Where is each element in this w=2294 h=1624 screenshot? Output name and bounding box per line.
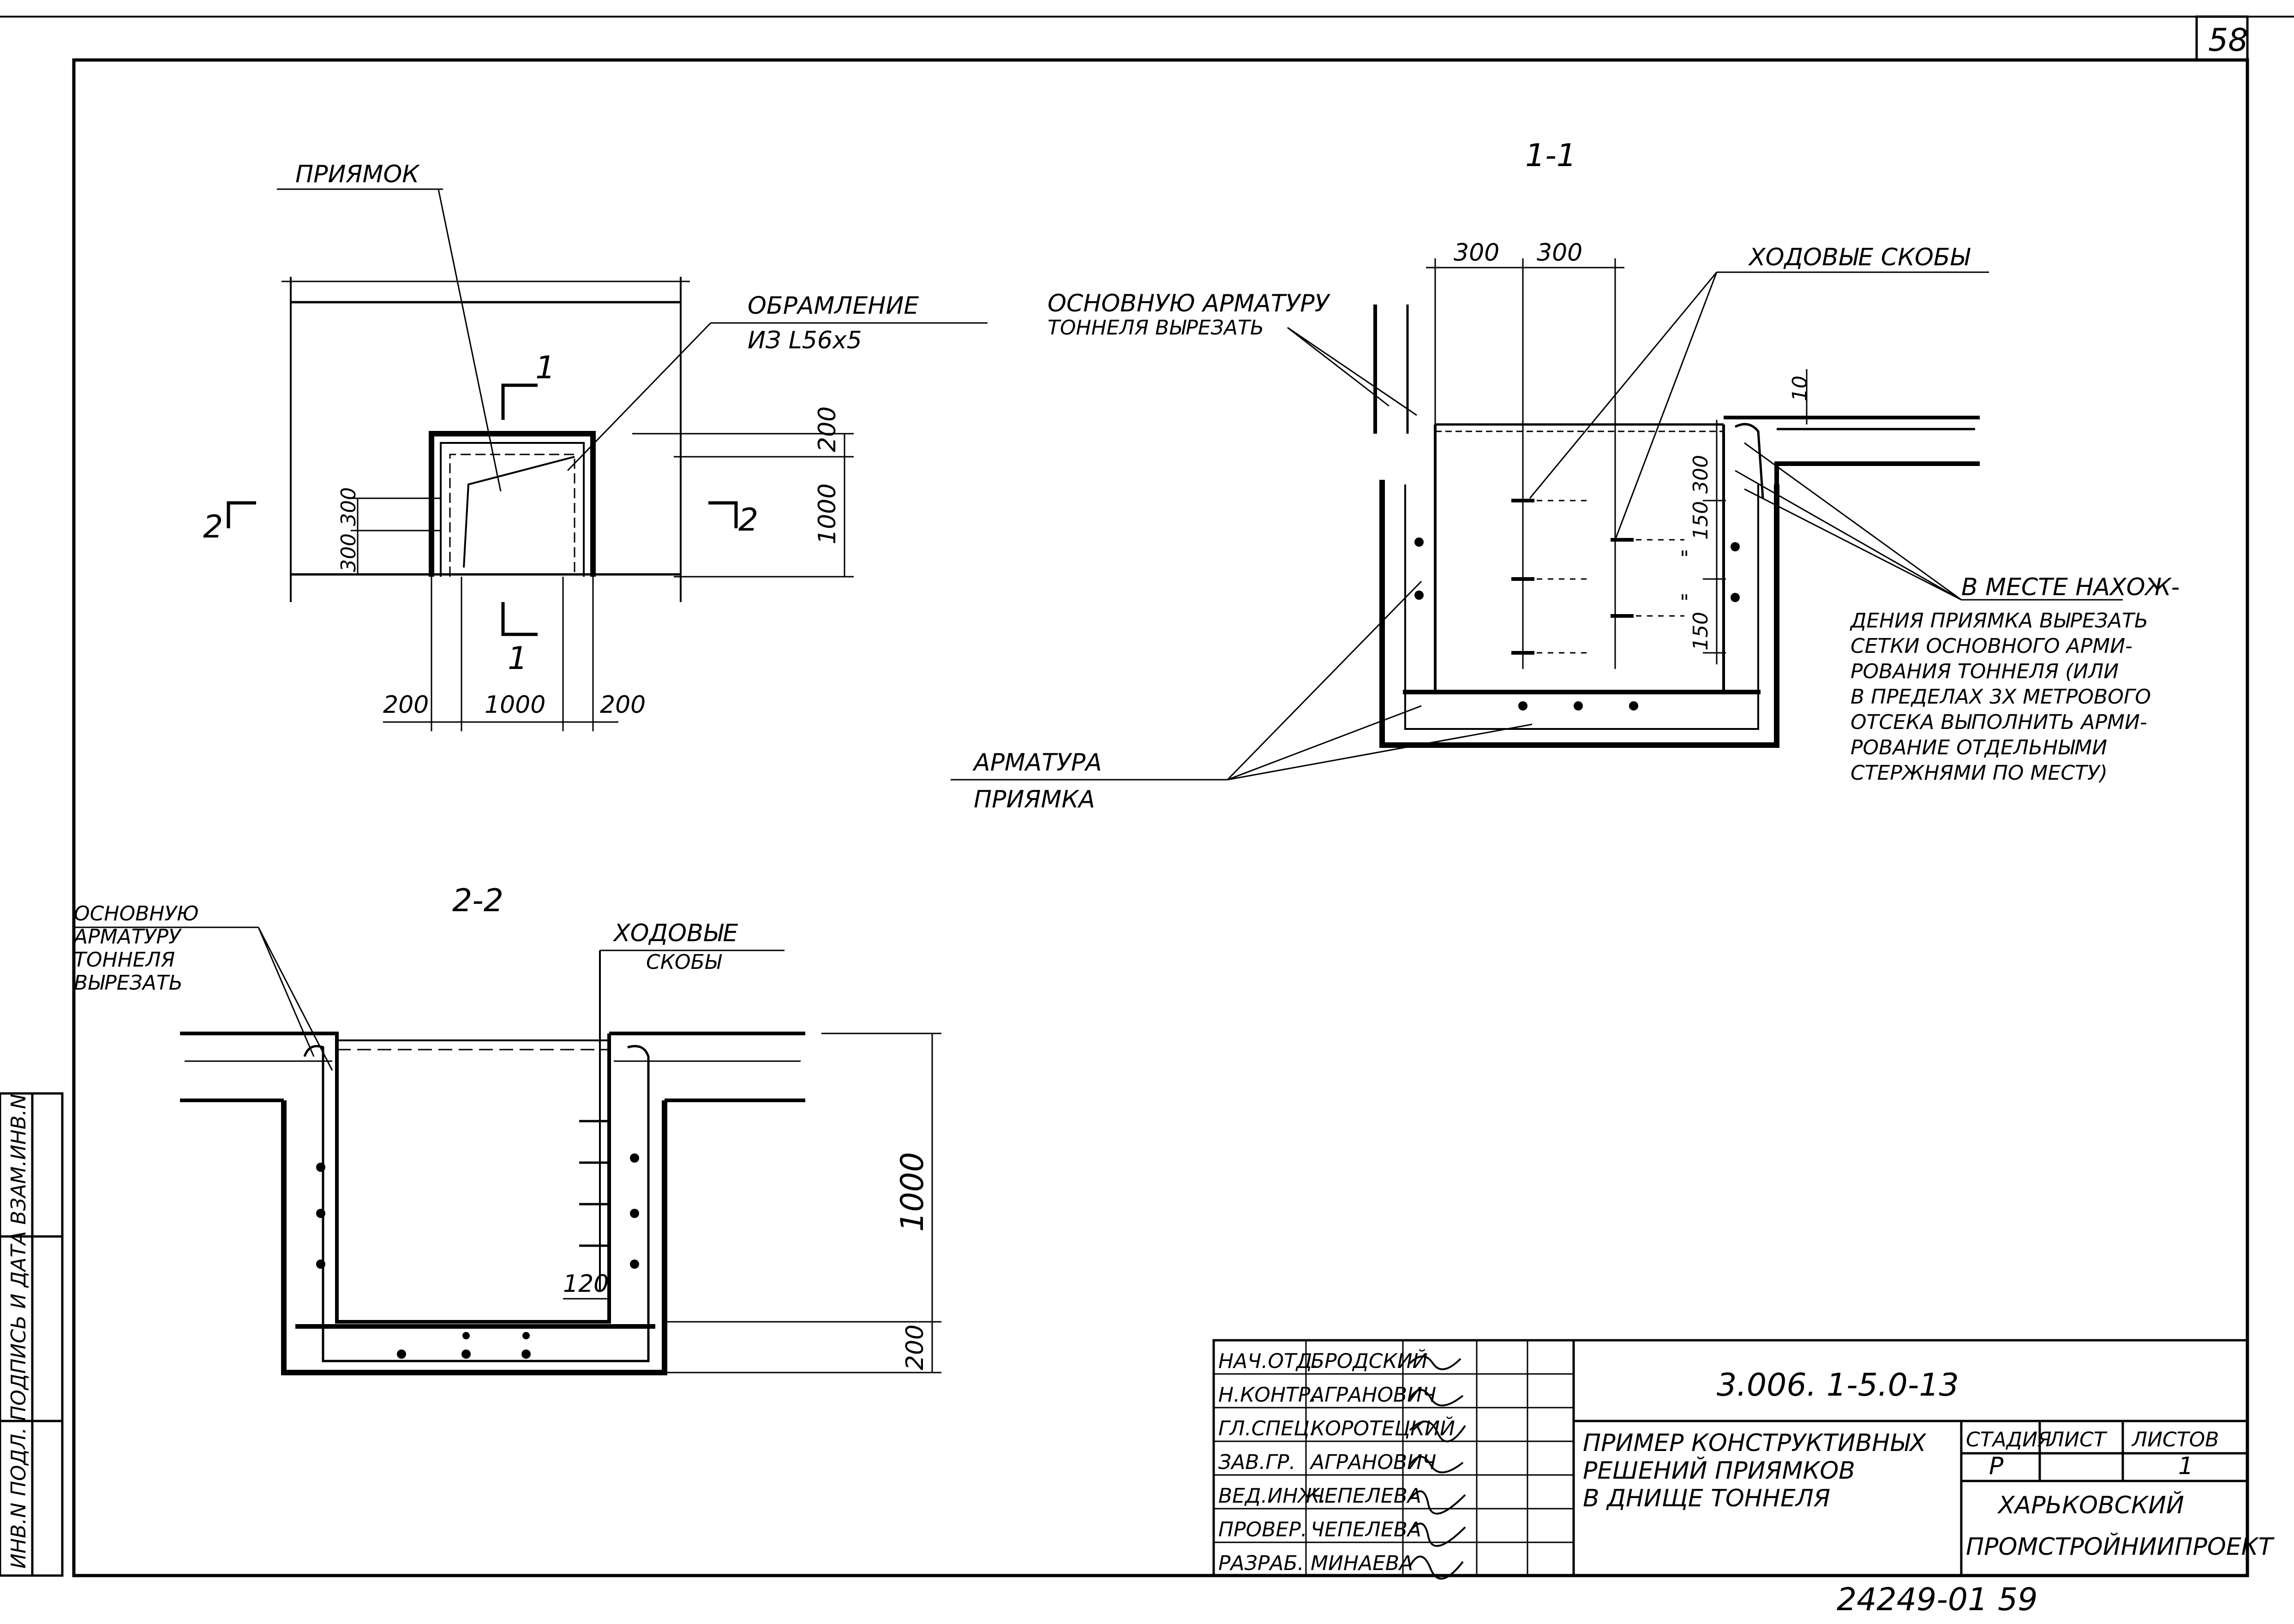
sheet-number: 58: [2208, 22, 2248, 59]
sec11-label-pit-rebar-2: ПРИЯМКА: [974, 786, 1095, 813]
plan-cut-1-bottom: 1: [508, 640, 527, 677]
staff-name: ЧЕПЕЛЕВА: [1311, 1518, 1421, 1541]
sec11-dim-150-b: 150: [1689, 612, 1713, 651]
sec11-dim-10: 10: [1788, 376, 1812, 401]
plan-view: [227, 188, 988, 731]
section-1-1-title: 1-1: [1525, 137, 1576, 174]
sec11-dim-300-b: 300: [1537, 239, 1582, 267]
archive-number: 24249-01 59: [1837, 1582, 2038, 1618]
plan-dim-1000-bottom: 1000: [485, 691, 545, 719]
note-line: В МЕСТЕ НАХОЖ-: [1961, 573, 2180, 601]
plan-dim-200-bottom-right: 200: [600, 691, 646, 719]
sec22-label-cut: ОСНОВНУЮ АРМАТУРУ ТОННЕЛЯ ВЫРЕЗАТЬ: [72, 902, 199, 995]
sec11-label-cut-2: ТОННЕЛЯ ВЫРЕЗАТЬ: [1048, 316, 1264, 340]
sec11-dim-quote-b: ": [1680, 591, 1689, 614]
note-line: СЕТКИ ОСНОВНОГО АРМИ-: [1851, 634, 2132, 658]
label-line: АРМАТУРУ: [72, 925, 182, 949]
note-line: В ПРЕДЕЛАХ 3Х МЕТРОВОГО: [1851, 685, 2151, 709]
plan-dim-1000-right: 1000: [814, 484, 841, 544]
sec11-note: В МЕСТЕ НАХОЖ- ДЕНИЯ ПРИЯМКА ВЫРЕЗАТЬ СЕ…: [1850, 573, 2180, 785]
sec22-label-steps-1: ХОДОВЫЕ: [612, 919, 738, 947]
sec11-label-steps: ХОДОВЫЕ СКОБЫ: [1748, 244, 1971, 271]
description-line: ПРИМЕР КОНСТРУКТИВНЫХ: [1583, 1429, 1927, 1457]
side-stamp-text: ИНВ.N ПОДЛ. ПОДПИСЬ И ДАТА ВЗАМ.ИНВ.N: [7, 1094, 30, 1569]
note-line: РОВАНИЕ ОТДЕЛЬНЫМИ: [1851, 736, 2107, 759]
staff-name: АГРАНОВИЧ: [1309, 1383, 1436, 1407]
plan-dim-300-a: 300: [337, 533, 360, 572]
sec22-dim-120: 120: [563, 1270, 609, 1298]
col-stage: СТАДИЯ: [1966, 1428, 2052, 1451]
staff-name: ЧЕПЕЛЕВА: [1311, 1484, 1421, 1508]
staff-name: МИНАЕВА: [1311, 1552, 1413, 1575]
sec11-dim-300-a: 300: [1454, 239, 1499, 267]
plan-label-frame-1: ОБРАМЛЕНИЕ: [748, 292, 919, 320]
staff-role: РАЗРАБ.: [1218, 1552, 1304, 1575]
staff-role: ЗАВ.ГР.: [1218, 1451, 1296, 1474]
section-2-2-drawing: [74, 926, 941, 1375]
staff-role: Н.КОНТР.: [1218, 1383, 1317, 1407]
label-line: ТОННЕЛЯ: [74, 948, 175, 972]
label-line: ОСНОВНУЮ: [74, 902, 199, 925]
label-line: ВЫРЕЗАТЬ: [74, 971, 183, 995]
title-block-frame: [1212, 1339, 2249, 1577]
note-line: СТЕРЖНЯМИ ПО МЕСТУ): [1851, 761, 2108, 785]
sec22-label-steps-2: СКОБЫ: [646, 950, 722, 974]
sheet-frame: [0, 15, 2294, 1577]
sheets-value: 1: [2178, 1452, 2193, 1480]
plan-dim-200-right: 200: [814, 406, 841, 452]
plan-label-frame-2: ИЗ L56x5: [748, 327, 862, 354]
sec11-dim-150-a: 150: [1689, 501, 1713, 540]
plan-cut-2-left: 2: [203, 509, 223, 545]
section-2-2-title: 2-2: [452, 883, 503, 919]
staff-name: КОРОТЕЦКИЙ: [1311, 1416, 1455, 1440]
description-line: РЕШЕНИЙ ПРИЯМКОВ: [1583, 1457, 1855, 1485]
staff-role: ГЛ.СПЕЦ.: [1218, 1417, 1316, 1440]
plan-label-pit: ПРИЯМОК: [295, 161, 420, 188]
sec22-dim-200: 200: [901, 1325, 929, 1370]
plan-cut-2-right: 2: [738, 502, 758, 538]
staff-rows: НАЧ.ОТД. БРОДСКИЙ Н.КОНТР. АГРАНОВИЧ ГЛ.…: [1218, 1349, 1455, 1575]
staff-role: ВЕД.ИНЖ.: [1218, 1484, 1326, 1508]
sec11-dim-quote-a: ": [1680, 547, 1689, 570]
sec11-label-pit-rebar-1: АРМАТУРА: [972, 749, 1102, 776]
note-line: ДЕНИЯ ПРИЯМКА ВЫРЕЗАТЬ: [1850, 609, 2148, 633]
signatures: [1409, 1355, 1466, 1580]
staff-name: БРОДСКИЙ: [1311, 1349, 1428, 1373]
sec22-dim-1000: 1000: [894, 1152, 931, 1232]
sec11-dim-300-v: 300: [1689, 455, 1713, 494]
staff-name: АГРАНОВИЧ: [1309, 1451, 1436, 1474]
stage-value: Р: [1989, 1452, 2004, 1480]
col-sheet: ЛИСТ: [2048, 1428, 2108, 1451]
section-1-1-drawing: [951, 258, 2123, 781]
doc-code: 3.006. 1-5.0-13: [1717, 1367, 1959, 1403]
plan-dim-300-b: 300: [337, 487, 360, 526]
sec11-label-cut-1: ОСНОВНУЮ АРМАТУРУ: [1048, 290, 1331, 317]
plan-dim-200-left: 200: [383, 691, 429, 719]
org-line-2: ПРОМСТРОЙНИИПРОЕКТ: [1966, 1533, 2275, 1561]
staff-role: ПРОВЕР.: [1218, 1518, 1307, 1541]
note-line: РОВАНИЯ ТОННЕЛЯ (ИЛИ: [1851, 660, 2119, 683]
col-sheets: ЛИСТОВ: [2131, 1428, 2219, 1451]
staff-role: НАЧ.ОТД.: [1218, 1349, 1318, 1373]
note-line: ОТСЕКА ВЫПОЛНИТЬ АРМИ-: [1851, 710, 2147, 734]
org-line-1: ХАРЬКОВСКИЙ: [1997, 1491, 2184, 1519]
side-stamp: [0, 1092, 64, 1577]
plan-cut-1-top: 1: [535, 350, 555, 386]
description-line: В ДНИЩЕ ТОННЕЛЯ: [1583, 1485, 1830, 1512]
